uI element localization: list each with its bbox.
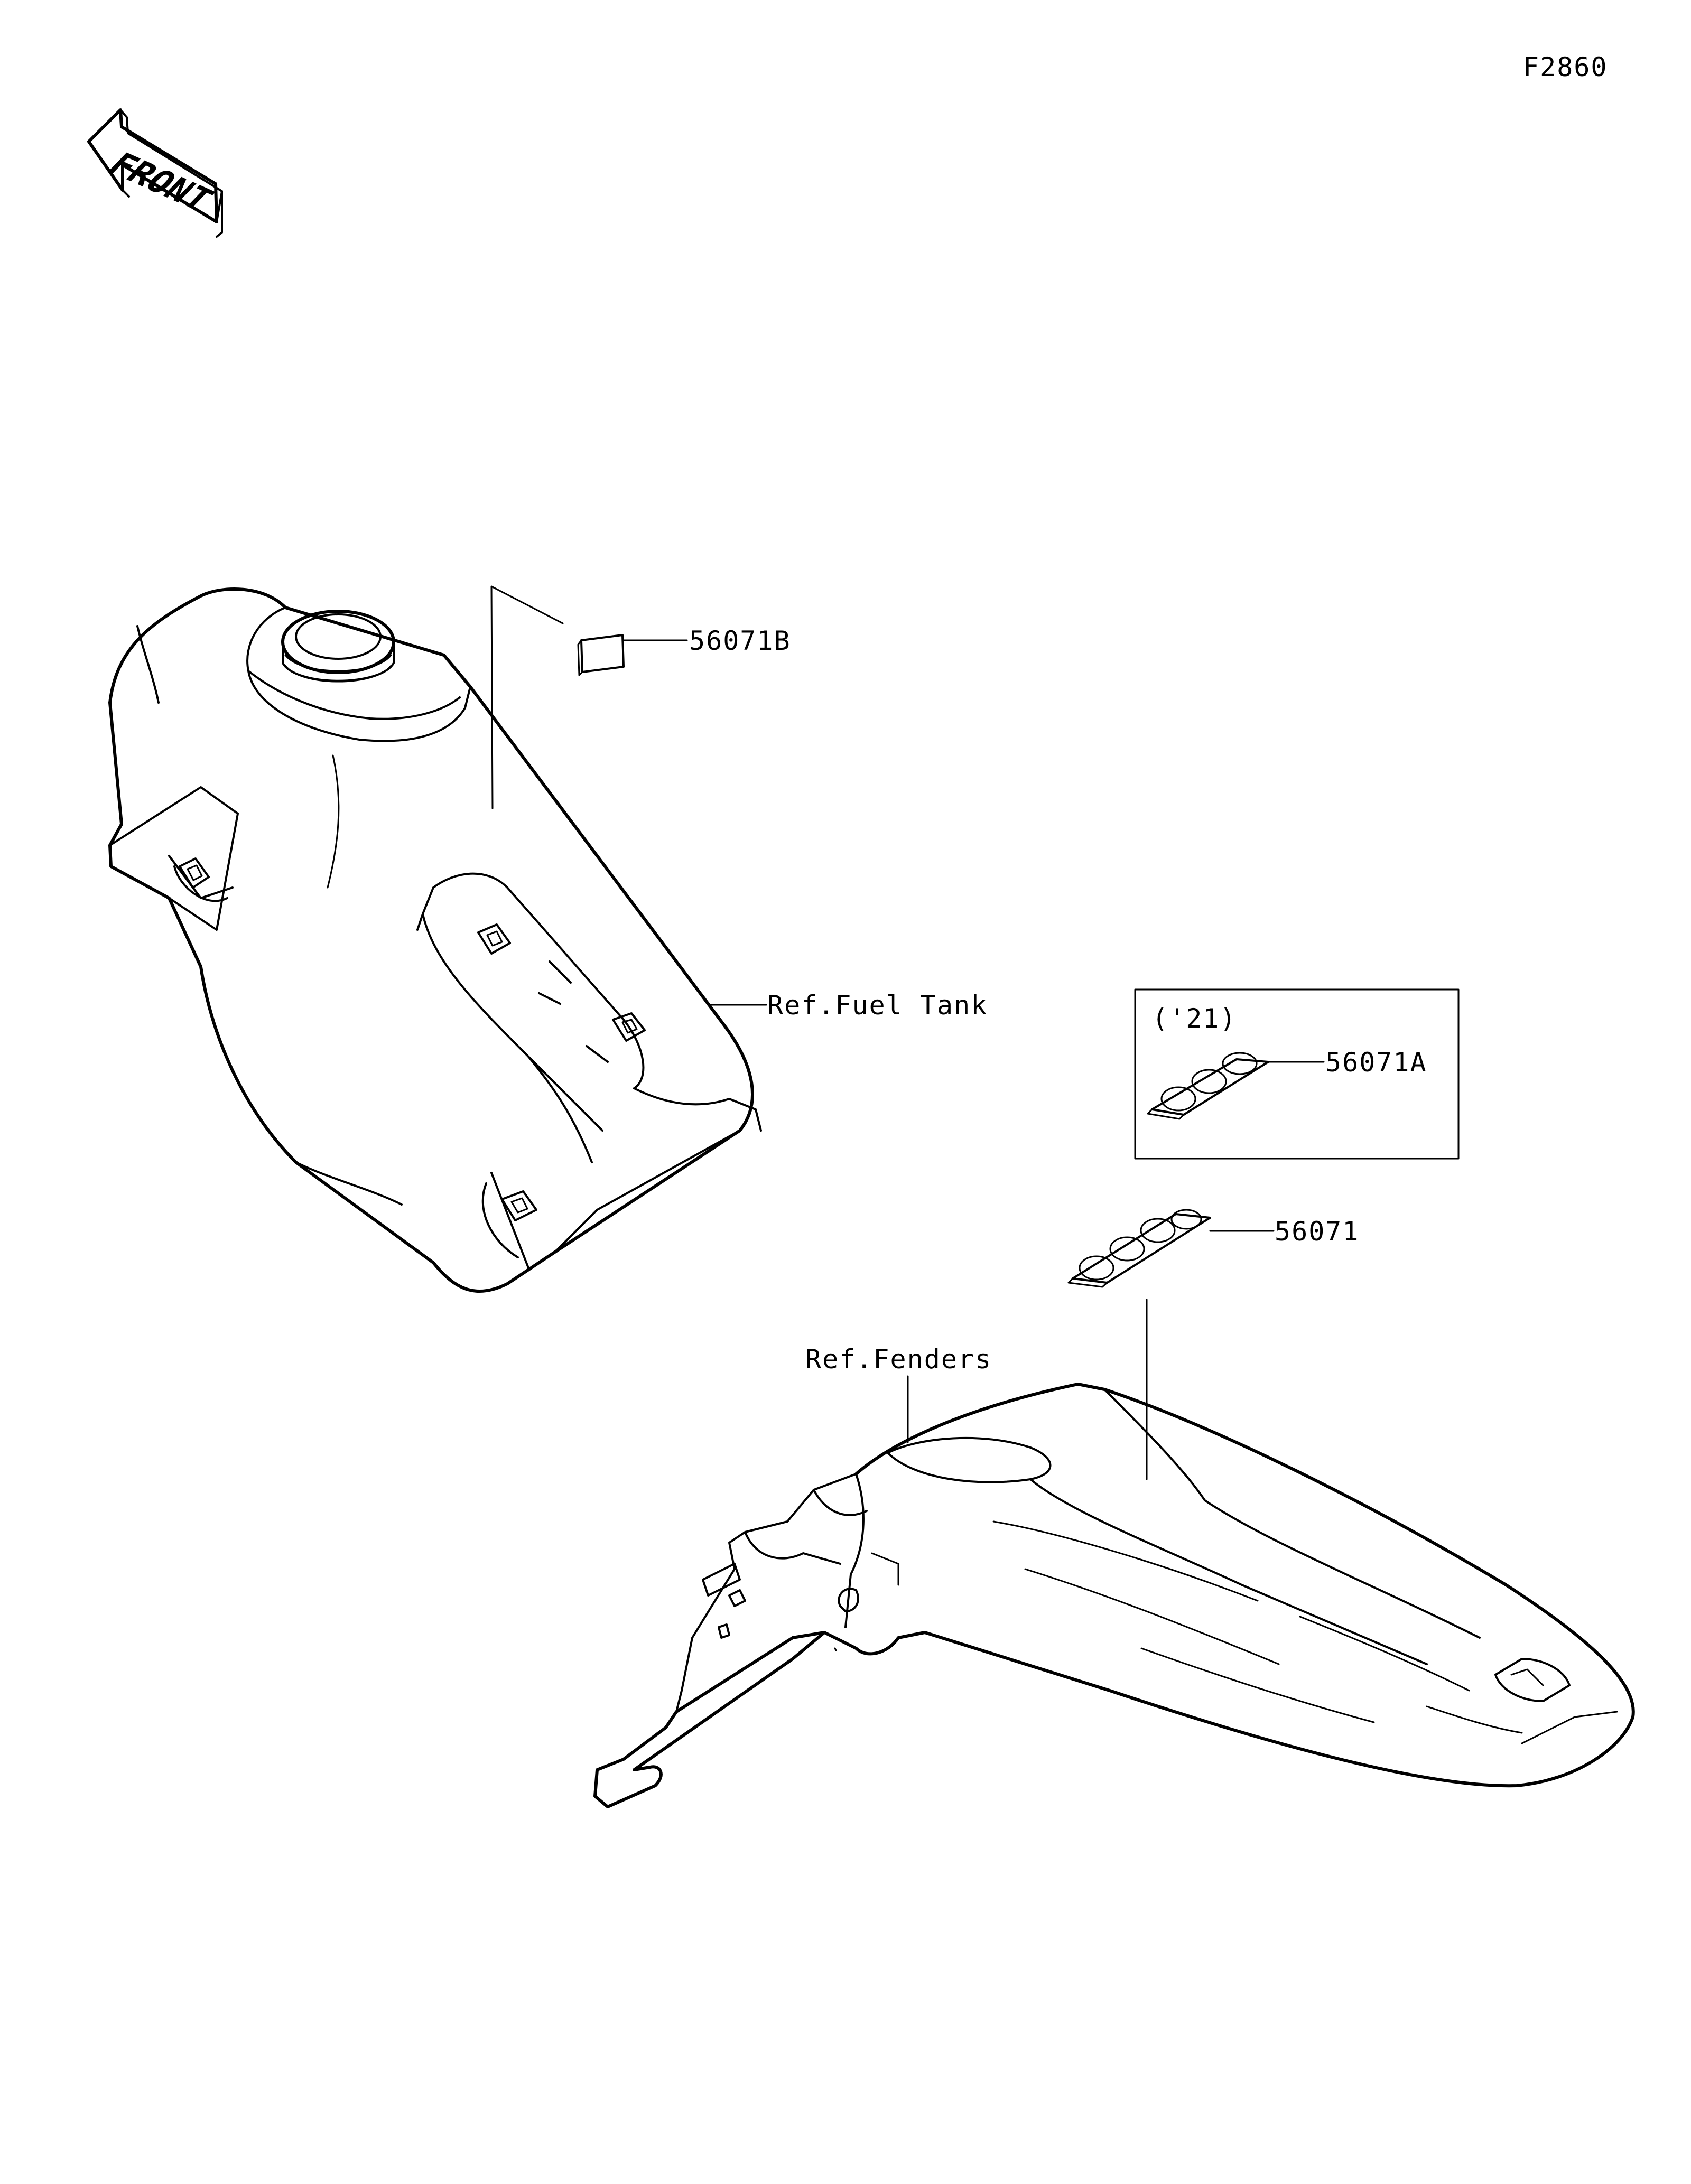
front-arrow-icon: FRONT	[87, 108, 223, 238]
front-label: FRONT	[100, 146, 222, 218]
part-number-56071A: 56071A	[1325, 1047, 1427, 1078]
label-56071	[1067, 1209, 1211, 1288]
tank-mount-boss-4	[501, 1190, 537, 1221]
label-56071A	[1147, 1052, 1269, 1120]
year-variant-label: ('21)	[1152, 1003, 1237, 1034]
part-number-56071B: 56071B	[689, 626, 791, 656]
leader-56071B	[490, 585, 688, 809]
front-fender-drawing	[593, 1383, 1635, 1808]
part-number-56071: 56071	[1275, 1216, 1360, 1247]
tank-mount-boss-1	[179, 857, 210, 889]
year-variant-box	[1134, 988, 1460, 1160]
tank-mount-boss-3	[612, 1012, 646, 1042]
ref-fuel-tank: Ref.Fuel Tank	[767, 990, 988, 1021]
fuel-tank-drawing	[108, 587, 762, 1293]
tank-mount-boss-2	[477, 923, 511, 955]
diagram-code: F2860	[1523, 52, 1608, 82]
leader-56071	[1146, 1230, 1275, 1480]
label-56071B	[577, 634, 625, 676]
ref-fenders: Ref.Fenders	[805, 1344, 992, 1375]
